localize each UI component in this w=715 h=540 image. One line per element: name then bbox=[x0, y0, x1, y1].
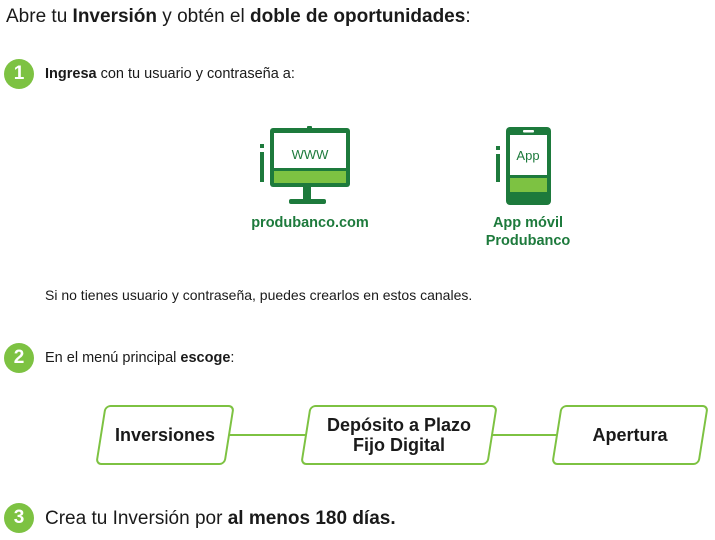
desktop-computer-icon: WWW bbox=[260, 126, 350, 204]
flow-connector-2 bbox=[490, 434, 562, 436]
title-bold-inversion: Inversión bbox=[72, 6, 158, 27]
title-bold-oportunidades: doble de oportunidades bbox=[249, 6, 466, 27]
app-label-line-1: App móvil bbox=[492, 215, 564, 231]
step-1-rest: con tu usuario y contraseña a: bbox=[96, 66, 295, 82]
step-1-text: Ingresa con tu usuario y contraseña a: bbox=[45, 66, 295, 82]
phone-screen-text: App bbox=[516, 148, 539, 163]
step-1-badge: 1 bbox=[4, 59, 34, 89]
step-2-badge: 2 bbox=[4, 343, 34, 373]
flow-connector-1 bbox=[228, 434, 310, 436]
page-title: Abre tu Inversión y obtén el doble de op… bbox=[6, 6, 471, 28]
flow-box-inversiones-label: Inversiones bbox=[114, 425, 216, 445]
step-2-rest: En el menú principal bbox=[45, 350, 181, 366]
flow-box-deposito-label: Depósito a Plazo Fijo Digital bbox=[305, 405, 493, 465]
step-2-text: En el menú principal escoge: bbox=[45, 350, 234, 366]
step-3-text: Crea tu Inversión por al menos 180 días. bbox=[45, 508, 396, 530]
channels-note: Si no tienes usuario y contraseña, puede… bbox=[45, 287, 473, 303]
step-2-suffix: : bbox=[230, 350, 235, 366]
step-3-rest: Crea tu Inversión por bbox=[45, 508, 228, 529]
flow-box-apertura-label: Apertura bbox=[592, 425, 668, 445]
step-3-badge: 3 bbox=[4, 503, 34, 533]
step-3-bold: al menos 180 días. bbox=[227, 508, 396, 529]
flow-box-deposito-line-2: Fijo Digital bbox=[353, 435, 445, 455]
flow-box-deposito-line-1: Depósito a Plazo bbox=[326, 415, 472, 435]
title-text: Abre tu bbox=[6, 6, 73, 27]
app-channel-label: App móvil Produbanco bbox=[458, 214, 598, 250]
title-text: y obtén el bbox=[157, 6, 250, 27]
mobile-phone-icon: App bbox=[496, 127, 551, 205]
web-channel-label: produbanco.com bbox=[251, 215, 369, 231]
desktop-screen-text: WWW bbox=[292, 147, 330, 162]
app-label-line-2: Produbanco bbox=[485, 233, 571, 249]
step-1-bold: Ingresa bbox=[45, 66, 97, 82]
step-2-bold: escoge bbox=[180, 350, 231, 366]
title-text: : bbox=[465, 6, 471, 27]
